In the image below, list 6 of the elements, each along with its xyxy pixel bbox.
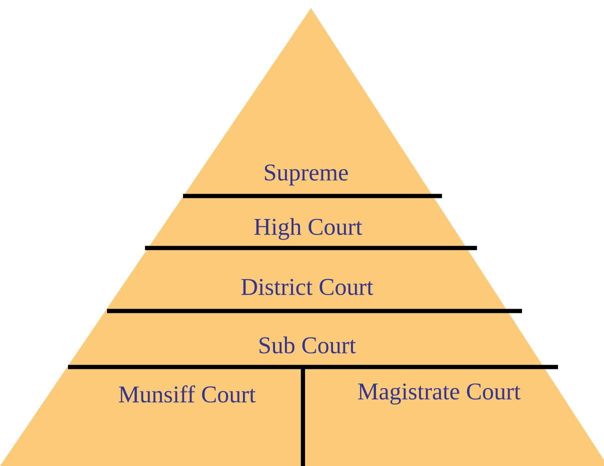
tier-label: Sub Court xyxy=(260,336,356,354)
tier-label: District Court xyxy=(241,278,374,296)
tier-label: Munsiff Court xyxy=(118,385,256,403)
tier-label: Supreme xyxy=(264,164,348,186)
tier-label: Magistrate Court xyxy=(358,383,521,405)
tier-label: High Court xyxy=(254,218,362,240)
